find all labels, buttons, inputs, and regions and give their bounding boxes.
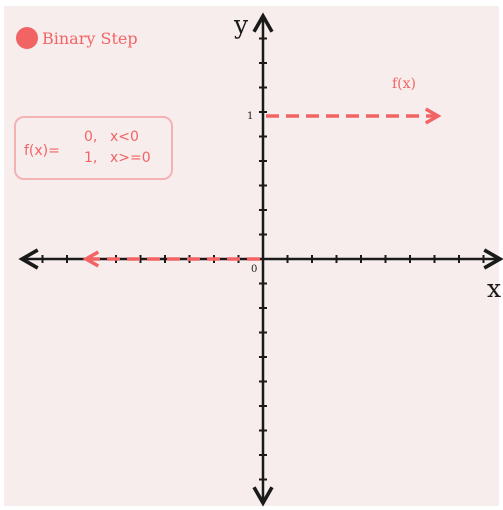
y-axis-label: y: [233, 10, 249, 39]
y-tick-one-label: 1: [247, 111, 253, 122]
legend-dot: [16, 27, 38, 49]
formula-case-1-condition: x<0: [110, 129, 139, 145]
legend-label: Binary Step: [42, 29, 138, 48]
formula-box: [14, 116, 173, 180]
formula-lhs: f(x)=: [24, 143, 60, 159]
formula-case-1-value: 0,: [84, 129, 97, 145]
origin-label: 0: [251, 264, 257, 275]
formula-case-2-condition: x>=0: [110, 150, 151, 166]
function-label: f(x): [392, 76, 416, 92]
formula-case-2-value: 1,: [84, 150, 97, 166]
x-axis-label: x: [487, 274, 501, 303]
